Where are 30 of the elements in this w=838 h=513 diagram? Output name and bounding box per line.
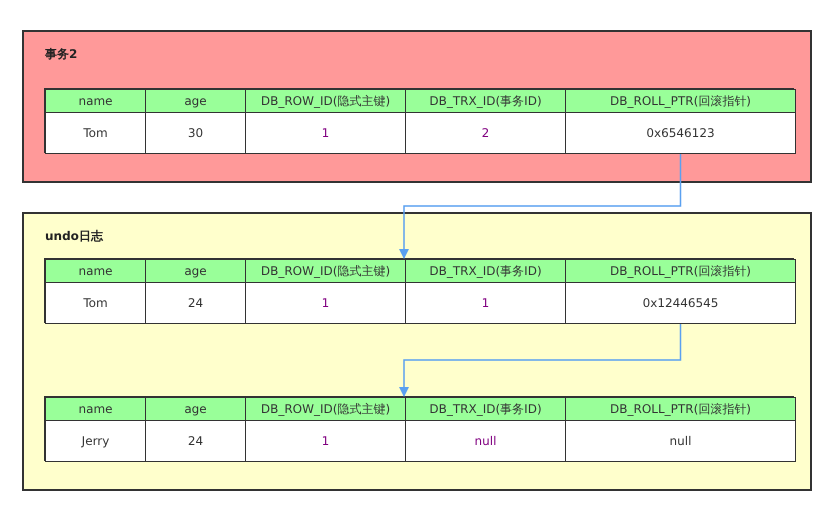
table-cell: 0x12446545 xyxy=(565,282,796,324)
header-cell: age xyxy=(145,259,246,283)
header-cell: DB_ROLL_PTR(回滚指针) xyxy=(565,89,796,113)
arrow xyxy=(399,324,682,397)
header-cell: DB_TRX_ID(事务ID) xyxy=(405,89,566,113)
panel-title: 事务2 xyxy=(45,46,78,63)
header-cell: age xyxy=(145,397,246,421)
panel xyxy=(22,30,812,183)
table-cell: 0x6546123 xyxy=(565,112,796,154)
header-cell: DB_TRX_ID(事务ID) xyxy=(405,259,566,283)
header-cell: DB_ROW_ID(隐式主键) xyxy=(245,397,406,421)
table-cell: Jerry xyxy=(45,420,146,462)
panel-title: undo日志 xyxy=(45,228,103,245)
header-cell: DB_ROW_ID(隐式主键) xyxy=(245,89,406,113)
header-cell: name xyxy=(45,397,146,421)
table-grid xyxy=(44,258,794,323)
table-cell: null xyxy=(565,420,796,462)
table-cell: Tom xyxy=(45,282,146,324)
table-cell: Tom xyxy=(45,112,146,154)
header-cell: DB_TRX_ID(事务ID) xyxy=(405,397,566,421)
arrow xyxy=(399,154,682,259)
header-cell: DB_ROW_ID(隐式主键) xyxy=(245,259,406,283)
panel xyxy=(22,212,812,491)
header-cell: name xyxy=(45,89,146,113)
header-cell: DB_ROLL_PTR(回滚指针) xyxy=(565,259,796,283)
header-cell: DB_ROLL_PTR(回滚指针) xyxy=(565,397,796,421)
header-cell: age xyxy=(145,89,246,113)
header-cell: name xyxy=(45,259,146,283)
table-grid xyxy=(44,396,794,461)
table-grid xyxy=(44,88,794,153)
